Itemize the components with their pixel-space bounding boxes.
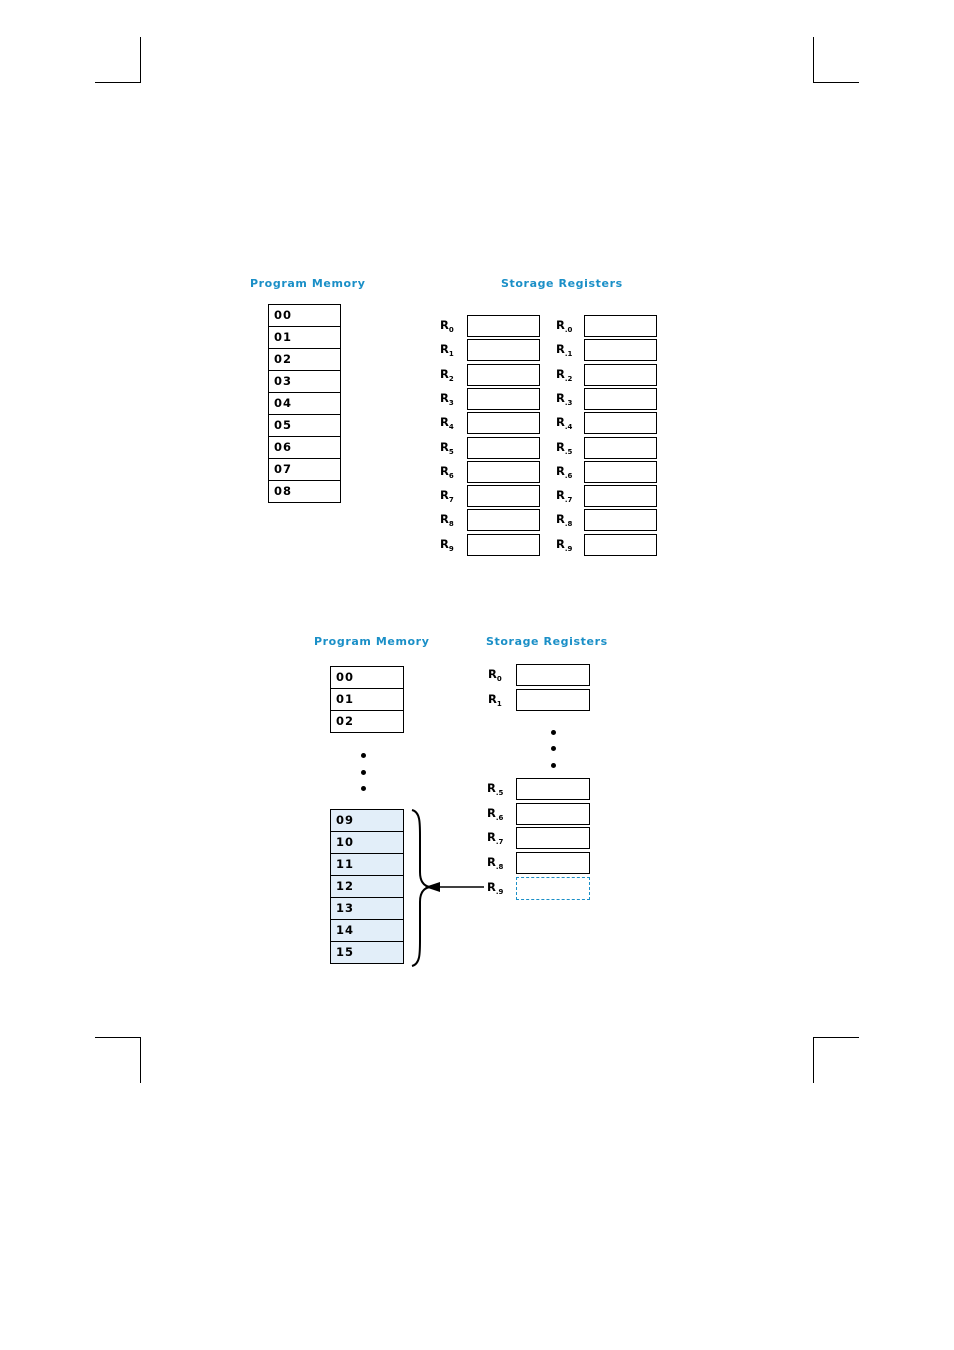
register-label: R.4: [556, 415, 572, 429]
register-box: [584, 509, 657, 531]
ellipsis-dot: [551, 763, 556, 768]
register-box: [584, 412, 657, 434]
register-box: [516, 827, 590, 849]
register-box: [584, 437, 657, 459]
memory-cell: 13: [331, 898, 403, 920]
ellipsis-dot: [361, 770, 366, 775]
crop-mark-top-right-vertical: [813, 37, 814, 83]
register-box: [467, 315, 540, 337]
register-box: [516, 664, 590, 686]
crop-mark-top-right-horizontal: [813, 82, 859, 83]
memory-cell: 10: [331, 832, 403, 854]
register-label: R.5: [556, 440, 572, 454]
register-label: R0: [488, 667, 502, 681]
register-box: [516, 689, 590, 711]
ellipsis-dot: [361, 753, 366, 758]
register-label: R.5: [487, 781, 503, 795]
register-label: R.7: [487, 830, 503, 844]
register-label: R.9: [487, 880, 503, 894]
memory-cell: 02: [331, 711, 403, 733]
converted-register-box: [516, 877, 590, 900]
memory-cell: 08: [269, 481, 340, 503]
register-label: R9: [440, 537, 454, 551]
register-label: R8: [440, 512, 454, 526]
register-label: R6: [440, 464, 454, 478]
memory-cell: 11: [331, 854, 403, 876]
register-box: [516, 852, 590, 874]
register-box: [467, 437, 540, 459]
crop-mark-top-left-vertical: [140, 37, 141, 83]
register-label: R1: [440, 342, 454, 356]
register-box: [584, 485, 657, 507]
register-box: [516, 778, 590, 800]
register-box: [467, 388, 540, 410]
arrowhead-icon: [425, 882, 440, 892]
register-box: [467, 339, 540, 361]
memory-cell: 00: [331, 667, 403, 689]
memory-cell: 12: [331, 876, 403, 898]
register-box: [584, 339, 657, 361]
memory-cell: 06: [269, 437, 340, 459]
register-label: R7: [440, 488, 454, 502]
register-label: R5: [440, 440, 454, 454]
memory-cell: 14: [331, 920, 403, 942]
memory-cell: 02: [269, 349, 340, 371]
crop-mark-bottom-left-vertical: [140, 1037, 141, 1083]
register-box: [584, 364, 657, 386]
ellipsis-dot: [361, 786, 366, 791]
ellipsis-dot: [551, 730, 556, 735]
memory-cell: 04: [269, 393, 340, 415]
memory-cell: 03: [269, 371, 340, 393]
memory-cell: 00: [269, 305, 340, 327]
program-memory-title: Program Memory: [314, 635, 429, 648]
register-box: [467, 485, 540, 507]
register-label: R.7: [556, 488, 572, 502]
crop-mark-bottom-left-horizontal: [95, 1037, 141, 1038]
register-box: [467, 461, 540, 483]
register-box: [516, 803, 590, 825]
register-box: [584, 315, 657, 337]
memory-cell: 01: [269, 327, 340, 349]
register-box: [584, 388, 657, 410]
register-label: R.2: [556, 367, 572, 381]
register-label: R0: [440, 318, 454, 332]
memory-cell: 07: [269, 459, 340, 481]
program-memory-title: Program Memory: [250, 277, 365, 290]
register-label: R3: [440, 391, 454, 405]
memory-cell: 05: [269, 415, 340, 437]
curly-brace-icon: [412, 810, 430, 966]
register-label: R.1: [556, 342, 572, 356]
crop-mark-bottom-right-horizontal: [813, 1037, 859, 1038]
ellipsis-dot: [551, 746, 556, 751]
storage-registers-title: Storage Registers: [501, 277, 623, 290]
register-box: [584, 534, 657, 556]
register-label: R.6: [556, 464, 572, 478]
register-box: [584, 461, 657, 483]
register-label: R4: [440, 415, 454, 429]
memory-cell: 15: [331, 942, 403, 964]
register-box: [467, 534, 540, 556]
crop-mark-bottom-right-vertical: [813, 1037, 814, 1083]
register-label: R.9: [556, 537, 572, 551]
register-label: R.8: [556, 512, 572, 526]
register-label: R1: [488, 692, 502, 706]
crop-mark-top-left-horizontal: [95, 82, 141, 83]
register-box: [467, 412, 540, 434]
memory-cell: 01: [331, 689, 403, 711]
register-label: R.0: [556, 318, 572, 332]
register-label: R.6: [487, 806, 503, 820]
register-label: R.3: [556, 391, 572, 405]
register-box: [467, 364, 540, 386]
register-box: [467, 509, 540, 531]
register-label: R2: [440, 367, 454, 381]
register-label: R.8: [487, 855, 503, 869]
storage-registers-title: Storage Registers: [486, 635, 608, 648]
memory-cell: 09: [331, 810, 403, 832]
